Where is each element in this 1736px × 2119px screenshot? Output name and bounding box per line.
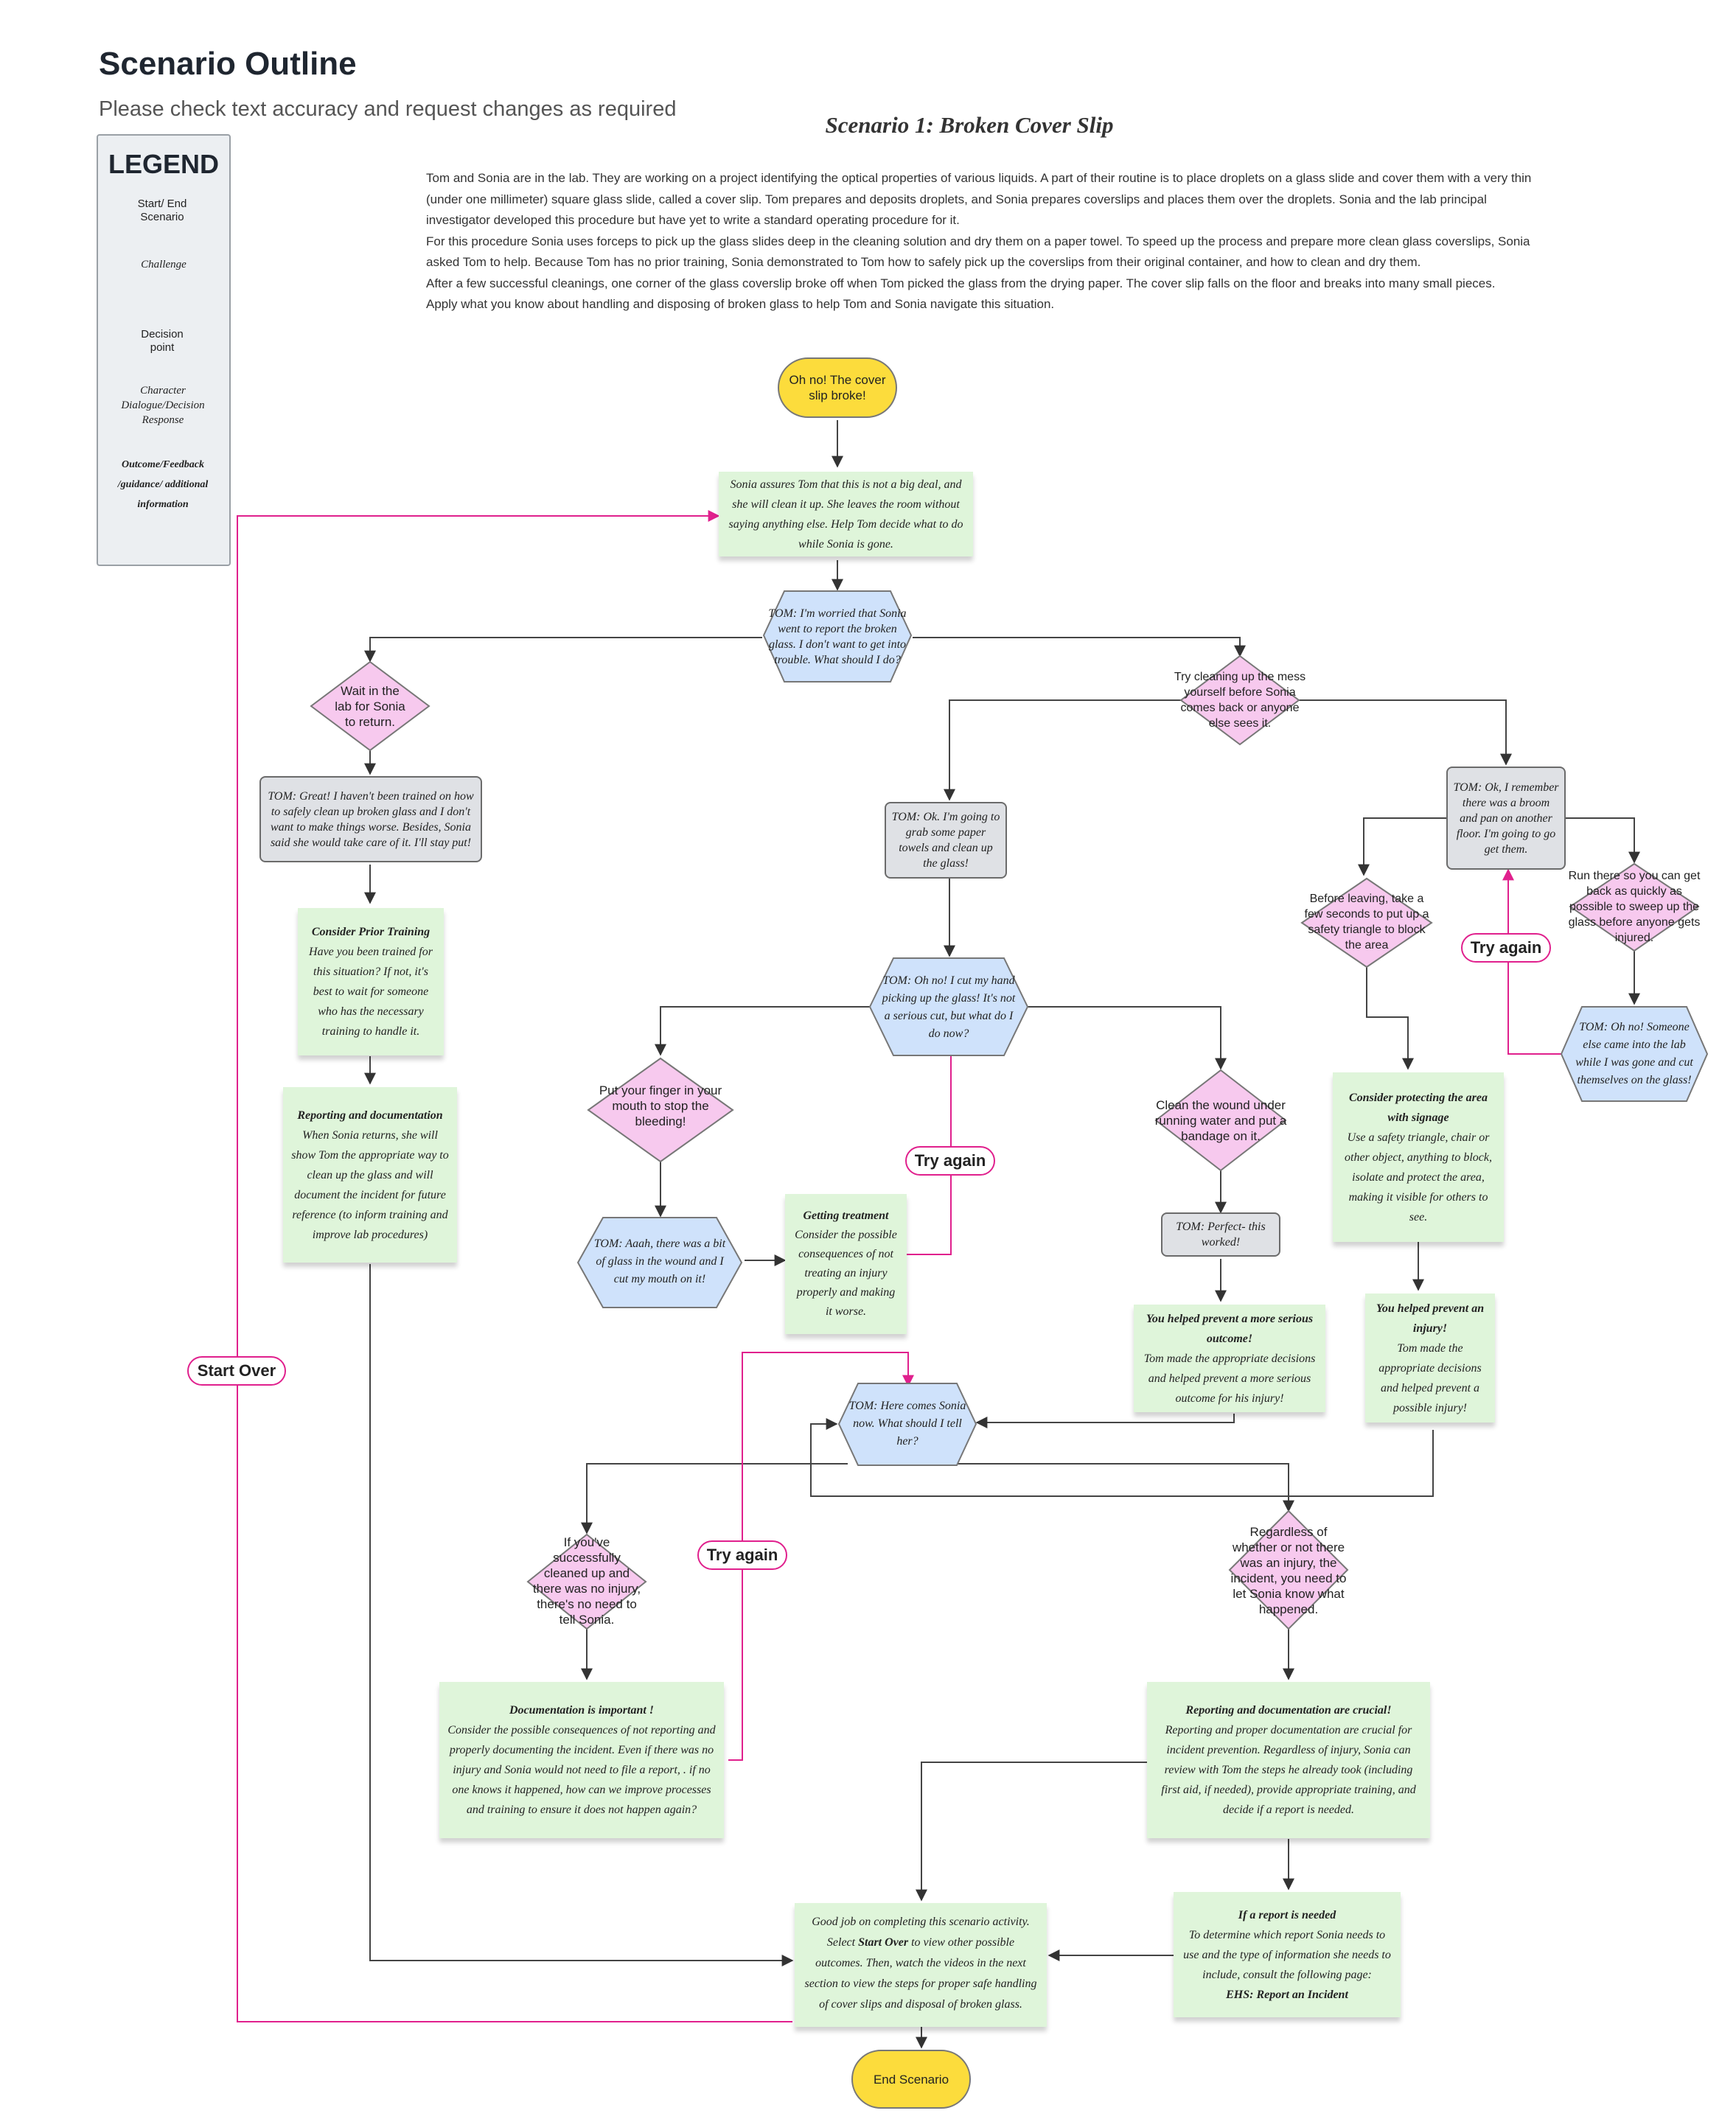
getting-treatment-note: Getting treatment Consider the possible … xyxy=(785,1194,907,1334)
page-title: Scenario Outline xyxy=(99,46,357,82)
protect-area-note: Consider protecting the area with signag… xyxy=(1333,1072,1504,1242)
intro-paragraph: Apply what you know about handling and d… xyxy=(426,297,1055,311)
legend-decision-label: Decision point xyxy=(141,328,184,354)
documentation-important-note: Documentation is important ! Consider th… xyxy=(439,1682,724,1838)
start-over-link[interactable]: Start Over xyxy=(187,1356,286,1386)
finger-mouth-decision[interactable]: Put your finger in your mouth to stop th… xyxy=(599,1083,722,1128)
page-subtitle: Please check text accuracy and request c… xyxy=(99,97,677,121)
wait-decision[interactable]: Wait in the lab for Sonia to return. xyxy=(335,683,405,729)
sonia-assures-note: Sonia assures Tom that this is not a big… xyxy=(719,472,973,556)
start-shape xyxy=(778,357,897,418)
helped-injury-note: You helped prevent an injury! Tom made t… xyxy=(1365,1294,1495,1422)
connectors xyxy=(364,420,1640,2049)
legend-character-label: Character Dialogue/Decision Response xyxy=(121,385,205,426)
tom-here-comes-challenge: TOM: Here comes Sonia now. What should I… xyxy=(848,1400,966,1448)
decision-shapes xyxy=(310,654,1700,1630)
tom-worried-challenge: TOM: I'm worried that Sonia went to repo… xyxy=(768,607,907,666)
start-over-inline: Start Over xyxy=(858,1936,909,1949)
ehs-report-link[interactable]: EHS: Report an Incident xyxy=(1226,1988,1348,2001)
challenge-shapes xyxy=(576,590,1709,1466)
helped-serious-note: You helped prevent a more serious outcom… xyxy=(1134,1305,1325,1412)
safety-triangle-decision[interactable]: Before leaving, take a few seconds to pu… xyxy=(1304,893,1429,952)
report-needed-note: If a report is needed To determine which… xyxy=(1174,1892,1401,2017)
tom-someone-challenge: TOM: Oh no! Someone else came into the l… xyxy=(1575,1021,1693,1086)
prior-training-note: Consider Prior Training Have you been tr… xyxy=(298,908,444,1055)
try-again-link[interactable]: Try again xyxy=(905,1146,995,1176)
intro-paragraph: For this procedure Sonia uses forceps to… xyxy=(426,234,1530,270)
run-decision[interactable]: Run there so you can get back as quickly… xyxy=(1568,869,1701,944)
tom-broom-dialogue: TOM: Ok, I remember there was a broom an… xyxy=(1446,767,1566,870)
documentation-crucial-note: Reporting and documentation are crucial!… xyxy=(1147,1682,1430,1838)
legend-challenge-label: Challenge xyxy=(141,258,187,270)
scenario-title: Scenario 1: Broken Cover Slip xyxy=(825,112,1114,138)
tom-paper-towels-dialogue: TOM: Ok. I'm going to grab some paper to… xyxy=(885,802,1007,879)
regardless-decision[interactable]: Regardless of whether or not there was a… xyxy=(1230,1525,1347,1616)
end-shape xyxy=(851,2050,971,2109)
try-again-link[interactable]: Try again xyxy=(697,1540,787,1570)
tom-great-dialogue: TOM: Great! I haven't been trained on ho… xyxy=(259,776,482,862)
tom-aaah-challenge: TOM: Aaah, there was a bit of glass in t… xyxy=(593,1237,726,1285)
intro-paragraph: After a few successful cleanings, one co… xyxy=(426,276,1496,290)
intro-paragraph: Tom and Sonia are in the lab. They are w… xyxy=(426,171,1532,227)
reporting-note: Reporting and documentation When Sonia r… xyxy=(283,1087,457,1263)
legend-start-end-label: Start/ End Scenario xyxy=(137,197,187,223)
end-node: End Scenario xyxy=(873,2072,949,2087)
scenario-intro: Tom and Sonia are in the lab. They are w… xyxy=(426,168,1547,315)
start-node: Oh no! The cover slip broke! xyxy=(789,373,886,402)
legend-title: LEGEND xyxy=(108,149,219,179)
no-need-tell-decision[interactable]: If you've successfully cleaned up and th… xyxy=(532,1535,641,1627)
legend-outcome-label: Outcome/Feedback /guidance/ additional i… xyxy=(117,458,209,510)
tom-cut-challenge: TOM: Oh no! I cut my hand picking up the… xyxy=(882,974,1016,1040)
legend: LEGEND xyxy=(97,134,231,566)
try-again-link[interactable]: Try again xyxy=(1461,933,1551,963)
clean-wound-decision[interactable]: Clean the wound under running water and … xyxy=(1154,1097,1287,1143)
tom-perfect-dialogue: TOM: Perfect- this worked! xyxy=(1161,1212,1280,1257)
clean-yourself-decision[interactable]: Try cleaning up the mess yourself before… xyxy=(1174,671,1306,730)
good-job-note: Good job on completing this scenario act… xyxy=(795,1903,1047,2027)
